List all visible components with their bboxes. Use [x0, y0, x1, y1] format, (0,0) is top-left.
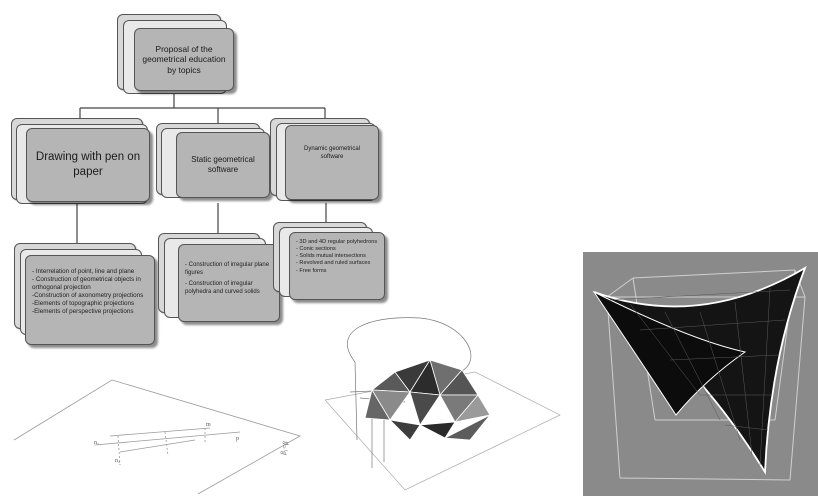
branch-static-label: Static geometrical software: [176, 132, 270, 198]
dynamic-topic-item: - Free forms: [296, 267, 327, 274]
drawing-topic-item: - Construction of geometrical objects in…: [32, 276, 141, 292]
leaf-drawing-box: - Interrelation of point, line and plane…: [25, 255, 155, 345]
sketch-label-p: p: [236, 436, 239, 442]
drawing-topic-list: - Interrelation of point, line and plane…: [32, 268, 149, 316]
sketch-label-n1: n₁: [94, 440, 99, 446]
sketch-label-m: m: [206, 422, 211, 428]
dynamic-topic-item: - Revolved and ruled surfaces: [296, 260, 371, 267]
static-topic-item: - Construction of irregular polyhedra an…: [185, 281, 260, 296]
branch-dynamic-label: Dynamic geometrical software: [285, 125, 379, 200]
root-node-label: Proposal of the geometrical education by…: [134, 28, 234, 91]
sketch-label-beta: β₁=β: [279, 440, 290, 455]
dynamic-topic-item: - 3D and 4D regular polyhedrons: [296, 239, 378, 245]
sketch-label-n2: n₂: [115, 458, 120, 464]
branch-drawing-label: Drawing with pen on paper: [26, 128, 150, 202]
dynamic-topic-item: - Solids mutual intersections: [296, 253, 366, 260]
leaf-dynamic-box: - 3D and 4D regular polyhedrons - Conic …: [289, 232, 385, 300]
drawing-topic-item: -Elements of topographic projections: [32, 300, 135, 308]
drawing-topic-item: -Elements of perspective projections: [32, 308, 134, 316]
dynamic-topic-item: - Conic sections: [296, 246, 336, 253]
static-topic-item: - Construction of irregular plane figure…: [185, 262, 270, 277]
dynamic-topic-list: - 3D and 4D regular polyhedrons - Conic …: [296, 239, 379, 275]
drawing-topic-item: -Construction of axonometry projections: [32, 292, 144, 300]
leaf-static-box: - Construction of irregular plane figure…: [178, 244, 280, 322]
drawing-topic-item: - Interrelation of point, line and plane: [32, 268, 135, 275]
static-topic-list: - Construction of irregular plane figure…: [185, 261, 274, 296]
